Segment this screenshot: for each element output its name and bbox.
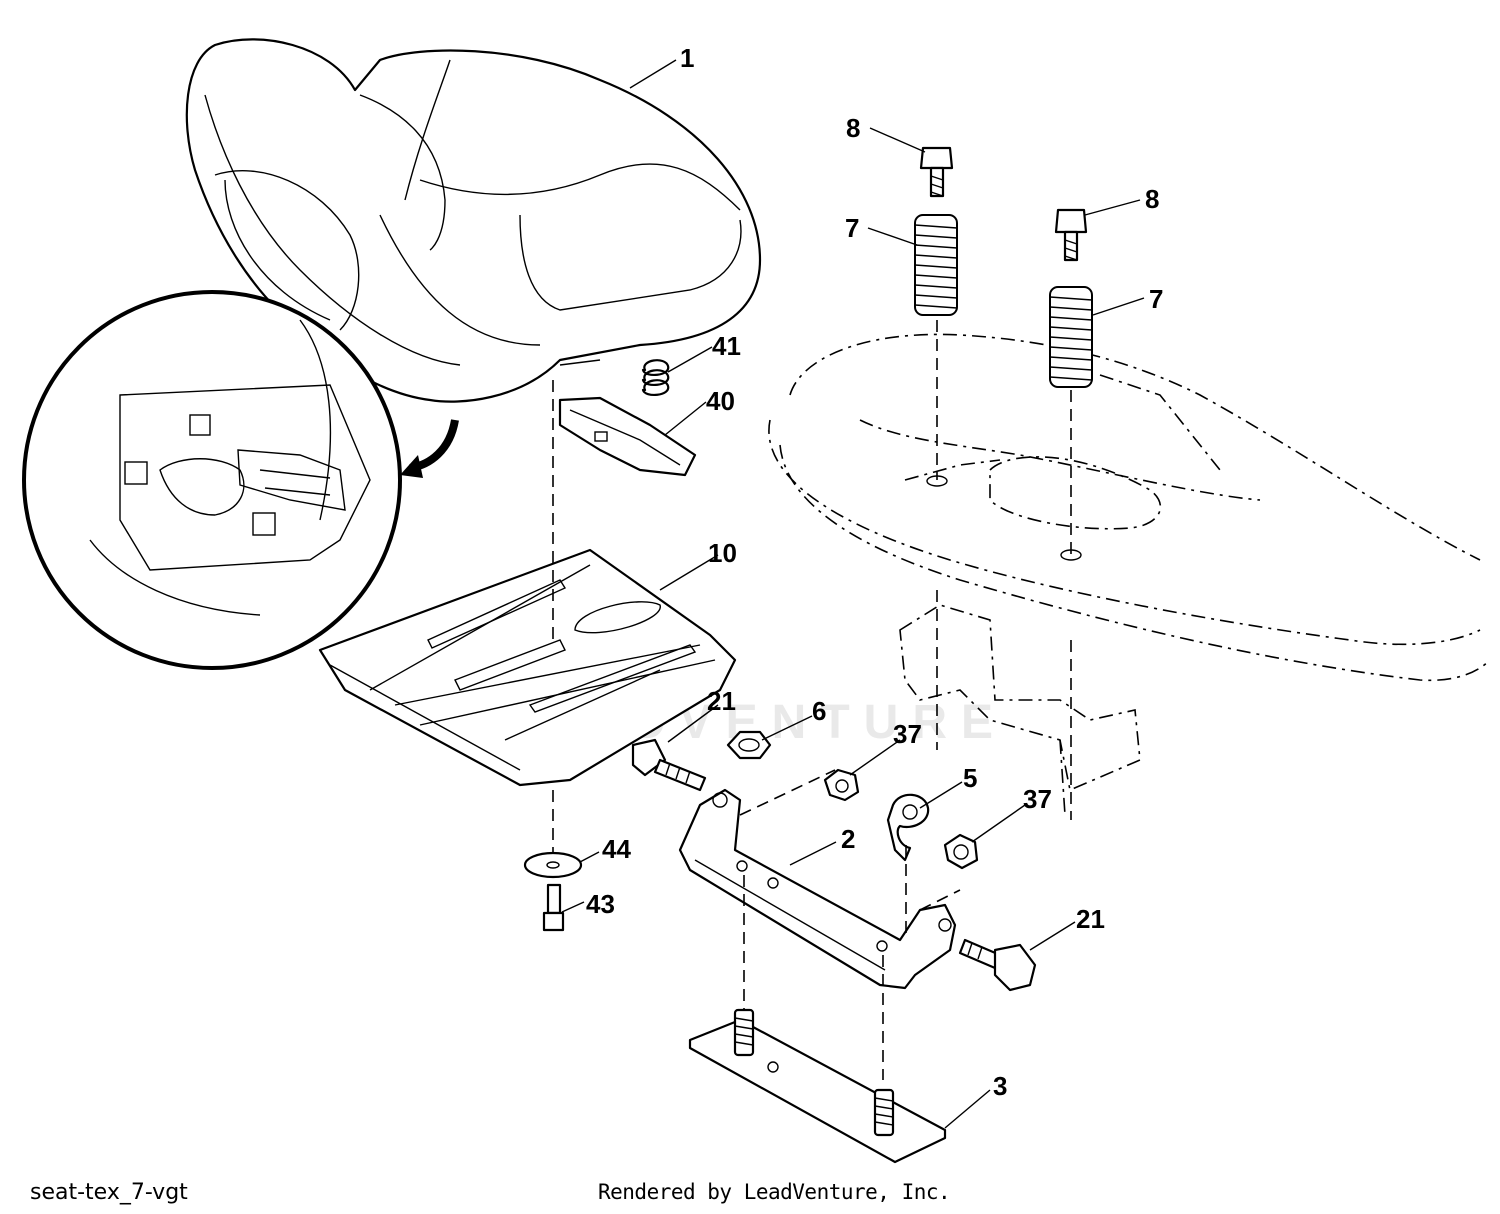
callout-small-spring: 41 [712, 331, 741, 361]
seat-spring-left[interactable] [914, 214, 958, 316]
detail-inset [22, 290, 459, 670]
rendered-by-credit: Rendered by LeadVenture, Inc. [598, 1180, 951, 1204]
deck-outline [768, 333, 1491, 682]
washer[interactable] [523, 851, 583, 879]
callout-washer: 44 [602, 834, 631, 864]
drawing-code: seat-tex_7-vgt [30, 1180, 188, 1205]
callout-bracket: 2 [841, 824, 855, 854]
callout-seat-spring-right: 7 [1149, 284, 1163, 314]
nut[interactable] [726, 730, 772, 760]
callout-screw: 43 [586, 889, 615, 919]
lock-nut-lower[interactable] [943, 833, 979, 870]
callout-seat-pan: 10 [708, 538, 737, 568]
small-spring[interactable] [641, 359, 670, 396]
callout-base-plate: 3 [993, 1071, 1007, 1101]
lock-nut-upper[interactable] [823, 768, 860, 802]
spring-bolt-right[interactable] [1054, 208, 1088, 262]
callout-wire-clip: 5 [963, 763, 977, 793]
seat-frame-outline [899, 604, 1141, 816]
callout-spring-bolt-right: 8 [1145, 184, 1159, 214]
seat-spring-right[interactable] [1049, 286, 1093, 388]
callout-nut: 6 [812, 696, 826, 726]
spring-centerlines [926, 320, 1082, 820]
wire-clip[interactable] [886, 793, 930, 862]
bolt-right[interactable] [958, 938, 1037, 992]
callout-bolt-right: 21 [1076, 904, 1105, 934]
seat-pan[interactable] [318, 548, 737, 787]
callout-labels: 1 8 7 8 7 41 40 10 21 6 37 5 37 2 44 43 … [586, 43, 1163, 1101]
base-plate[interactable] [688, 1008, 947, 1164]
bracket-centerlines [743, 845, 907, 1080]
callout-bolt-left: 21 [707, 686, 736, 716]
callout-seat-spring-left: 7 [845, 213, 859, 243]
callout-spring-bolt-left: 8 [846, 113, 860, 143]
bolt-left[interactable] [631, 738, 707, 792]
spring-bolt-left[interactable] [919, 146, 954, 198]
screw[interactable] [542, 883, 565, 932]
latch-clip[interactable] [558, 396, 697, 477]
seat[interactable] [185, 38, 762, 403]
leader-lines [561, 59, 1145, 1129]
callout-lock-nut-lower: 37 [1023, 784, 1052, 814]
bracket[interactable] [678, 769, 961, 990]
callout-seat: 1 [680, 43, 694, 73]
callout-latch-clip: 40 [706, 386, 735, 416]
callout-lock-nut-upper: 37 [893, 719, 922, 749]
